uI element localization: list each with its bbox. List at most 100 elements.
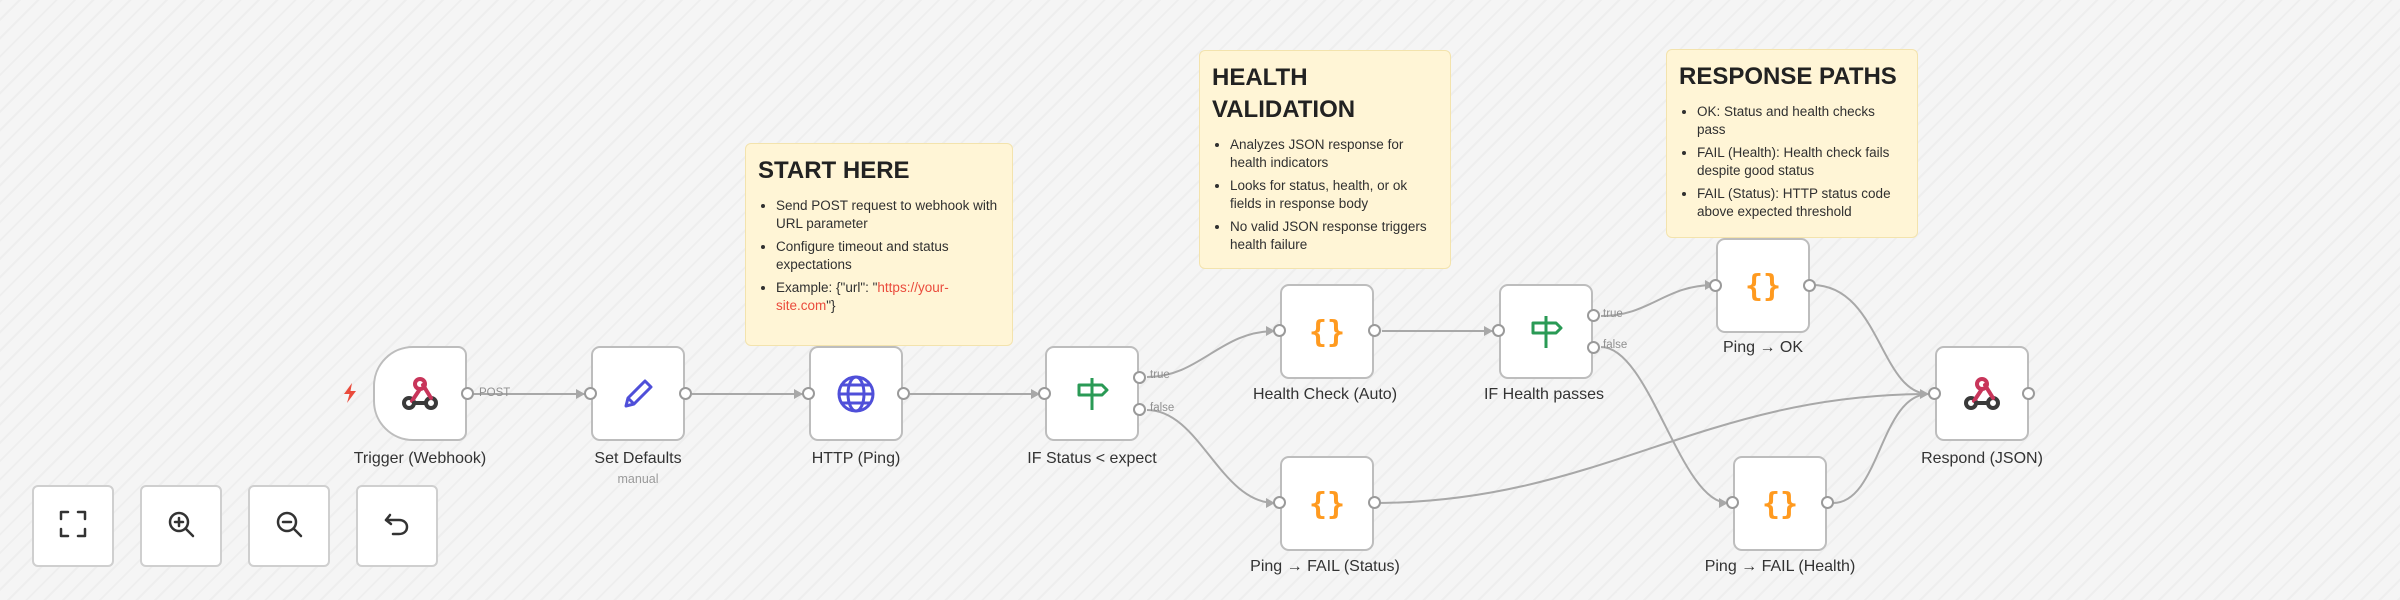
output-port[interactable]	[1368, 324, 1381, 337]
code-braces-icon: {}	[1305, 312, 1349, 352]
port-label-false: false	[1150, 402, 1175, 414]
wire-if-health-true-to-ping-ok	[1600, 284, 1715, 317]
node-label: Set Defaults	[594, 450, 682, 467]
signpost-icon	[1526, 312, 1566, 352]
node-sublabel: manual	[617, 472, 659, 486]
wire-if-status-false-to-ping-fail-status	[1146, 409, 1276, 504]
output-port-false[interactable]	[1587, 341, 1600, 354]
output-port[interactable]	[1803, 279, 1816, 292]
note-example-prefix: Example: {"url": "	[776, 280, 878, 295]
node-health-check[interactable]: {}	[1280, 284, 1374, 379]
node-label: Respond (JSON)	[1921, 450, 2043, 467]
input-port[interactable]	[1038, 387, 1051, 400]
port-label-true: true	[1150, 369, 1170, 381]
input-port[interactable]	[1709, 279, 1722, 292]
zoom-in-button[interactable]	[140, 485, 222, 567]
note-item: Looks for status, health, or ok fields i…	[1230, 177, 1438, 213]
note-response-paths[interactable]: RESPONSE PATHS OK: Status and health che…	[1666, 49, 1918, 238]
wire-if-health-false-to-ping-fail-health	[1600, 346, 1729, 504]
note-item: FAIL (Health): Health check fails despit…	[1697, 144, 1905, 180]
port-label-post: POST	[479, 387, 511, 399]
node-label: Health Check (Auto)	[1252, 386, 1398, 403]
svg-text:{}: {}	[1309, 487, 1345, 522]
input-port[interactable]	[1273, 496, 1286, 509]
arrow-head	[1920, 389, 1929, 399]
note-list: OK: Status and health checks pass FAIL (…	[1679, 103, 1905, 221]
fit-view-button[interactable]	[32, 485, 114, 567]
code-braces-icon: {}	[1305, 484, 1349, 524]
output-port[interactable]	[1821, 496, 1834, 509]
note-health-validation[interactable]: HEALTH VALIDATION Analyzes JSON response…	[1199, 50, 1451, 269]
note-title: RESPONSE PATHS	[1679, 63, 1897, 90]
arrow-head	[1031, 389, 1040, 399]
wire-if-status-true-to-health-check	[1146, 330, 1276, 378]
input-port[interactable]	[584, 387, 597, 400]
output-port[interactable]	[679, 387, 692, 400]
code-braces-icon: {}	[1758, 484, 1802, 524]
node-label: IF Health passes	[1483, 386, 1605, 403]
note-item: FAIL (Status): HTTP status code above ex…	[1697, 185, 1905, 221]
output-port[interactable]	[2022, 387, 2035, 400]
node-http-ping[interactable]	[809, 346, 903, 441]
zoom-out-button[interactable]	[248, 485, 330, 567]
arrow-head	[576, 389, 585, 399]
node-label: IF Status < expect	[1027, 450, 1157, 467]
node-ping-ok[interactable]: {}	[1716, 238, 1810, 333]
globe-icon	[835, 373, 877, 415]
input-port[interactable]	[1492, 324, 1505, 337]
output-port[interactable]	[897, 387, 910, 400]
wire-ping-fail-health-to-respond	[1832, 393, 1930, 504]
note-title: START HERE	[758, 157, 910, 184]
note-item: OK: Status and health checks pass	[1697, 103, 1905, 139]
node-label: Ping → FAIL (Health)	[1704, 558, 1856, 575]
node-label: Ping → FAIL (Status)	[1250, 558, 1400, 575]
port-label-false: false	[1603, 339, 1628, 351]
node-label: Trigger (Webhook)	[353, 450, 487, 467]
note-item: No valid JSON response triggers health f…	[1230, 218, 1438, 254]
reset-button[interactable]	[356, 485, 438, 567]
node-if-health[interactable]	[1499, 284, 1593, 379]
node-ping-fail-status[interactable]: {}	[1280, 456, 1374, 551]
arrow-head	[1484, 326, 1493, 336]
note-item: Send POST request to webhook with URL pa…	[776, 197, 1000, 233]
output-port[interactable]	[1368, 496, 1381, 509]
lightning-bolt-icon	[341, 382, 359, 409]
input-port[interactable]	[1726, 496, 1739, 509]
arrow-head	[1266, 326, 1275, 336]
node-set-defaults[interactable]	[591, 346, 685, 441]
port-label-true: true	[1603, 308, 1623, 320]
note-start-here[interactable]: START HERE Send POST request to webhook …	[745, 143, 1013, 346]
note-example-suffix: "}	[826, 298, 836, 313]
input-port[interactable]	[1273, 324, 1286, 337]
output-port[interactable]	[461, 387, 474, 400]
note-title: HEALTH VALIDATION	[1212, 64, 1356, 123]
output-port-true[interactable]	[1587, 309, 1600, 322]
zoom-out-icon	[274, 509, 304, 544]
arrow-head	[1266, 498, 1275, 508]
node-if-status[interactable]	[1045, 346, 1139, 441]
svg-text:{}: {}	[1762, 487, 1798, 522]
note-list: Send POST request to webhook with URL pa…	[758, 197, 1000, 315]
node-trigger-webhook[interactable]	[373, 346, 467, 441]
input-port[interactable]	[802, 387, 815, 400]
input-port[interactable]	[1928, 387, 1941, 400]
svg-text:{}: {}	[1309, 315, 1345, 350]
undo-icon	[382, 509, 412, 544]
arrow-head	[794, 389, 803, 399]
arrow-head	[1719, 498, 1728, 508]
note-item: Analyzes JSON response for health indica…	[1230, 136, 1438, 172]
output-port-false[interactable]	[1133, 403, 1146, 416]
pencil-icon	[618, 374, 658, 414]
svg-text:{}: {}	[1745, 269, 1781, 304]
webhook-icon	[400, 374, 440, 414]
node-ping-fail-health[interactable]: {}	[1733, 456, 1827, 551]
wire-ping-fail-status-to-respond	[1372, 393, 1930, 504]
wire-ping-ok-to-respond	[1811, 284, 1930, 395]
output-port-true[interactable]	[1133, 371, 1146, 384]
code-braces-icon: {}	[1741, 266, 1785, 306]
node-respond-json[interactable]	[1935, 346, 2029, 441]
node-label: HTTP (Ping)	[811, 450, 901, 467]
note-item: Configure timeout and status expectation…	[776, 238, 1000, 274]
note-example-url: https://your-site.com	[776, 280, 949, 313]
